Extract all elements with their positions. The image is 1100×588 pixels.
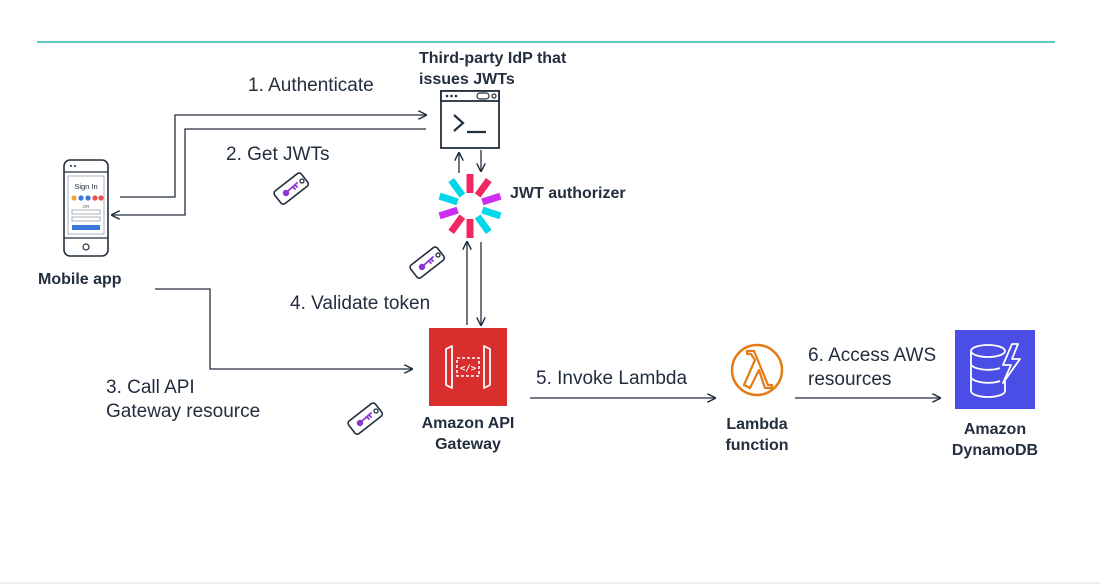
lambda-label-line-2: function	[725, 437, 789, 454]
dynamodb-icon	[955, 330, 1035, 409]
arrow-call-api	[155, 288, 412, 369]
step-5-label: 5. Invoke Lambda	[536, 368, 688, 389]
arrow-get-jwts	[112, 128, 426, 215]
step-3-label-line-1: 3. Call API	[106, 377, 195, 398]
api-gateway-icon: </>	[429, 328, 507, 406]
arrow-authenticate	[120, 115, 426, 198]
token-key-tag-icon	[345, 400, 385, 437]
token-key-tag-icon	[407, 244, 447, 281]
jwt-logo-icon	[438, 174, 502, 238]
step-3-label-line-2: Gateway resource	[106, 401, 261, 422]
step-1-label: 1. Authenticate	[248, 75, 374, 96]
mobile-app-label: Mobile app	[38, 271, 122, 288]
api-gateway-label-line-1: Amazon API	[421, 415, 515, 432]
phone-sign-in-text: Sign In	[74, 182, 97, 191]
mobile-phone-icon: Sign In OR	[63, 159, 109, 257]
jwt-authorizer-label: JWT authorizer	[510, 185, 626, 202]
phone-or-text: OR	[83, 204, 91, 209]
dynamodb-label-line-2: DynamoDB	[951, 442, 1039, 459]
terminal-window-icon	[440, 90, 500, 149]
lambda-label-line-1: Lambda	[726, 416, 788, 433]
api-gateway-label-line-2: Gateway	[435, 436, 501, 453]
idp-title-line-2: issues JWTs	[419, 71, 515, 88]
dynamodb-label-line-1: Amazon	[963, 421, 1027, 438]
svg-text:</>: </>	[460, 364, 477, 374]
step-6-label-line-2: resources	[808, 369, 892, 390]
step-4-label: 4. Validate token	[290, 293, 431, 314]
lambda-icon	[730, 343, 784, 397]
step-6-label-line-1: 6. Access AWS	[808, 345, 937, 366]
step-2-label: 2. Get JWTs	[226, 144, 330, 165]
idp-title-line-1: Third-party IdP that	[419, 50, 567, 67]
token-key-tag-icon	[271, 170, 311, 207]
